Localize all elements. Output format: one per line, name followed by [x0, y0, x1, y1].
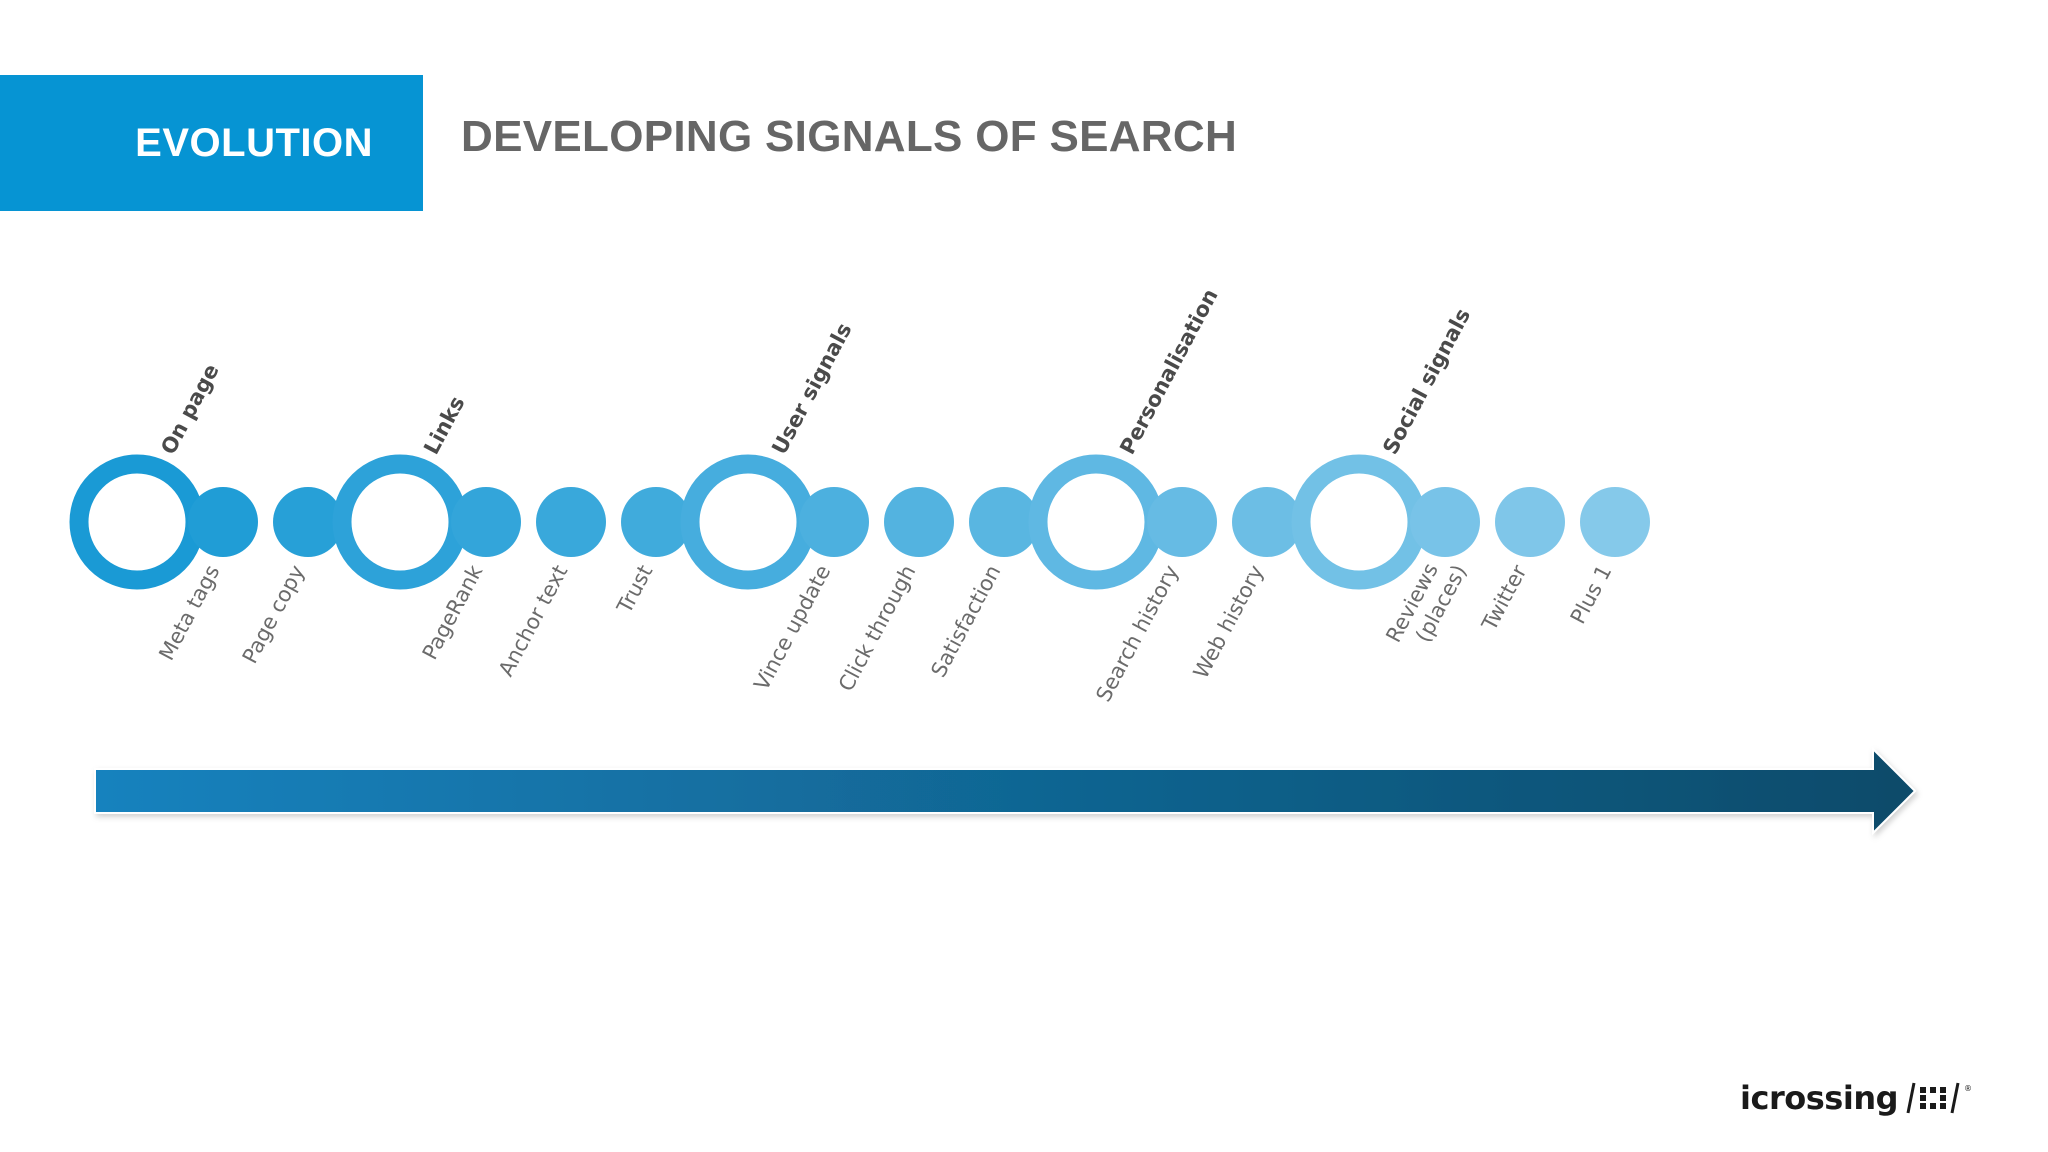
group-ring-personalisation: [1028, 454, 1164, 590]
signal-label-line: Plus 1: [1566, 561, 1617, 628]
signal-dot-reviews-places: [1410, 487, 1480, 557]
signal-dot-trust: [621, 487, 691, 557]
signal-dot-web-history: [1232, 487, 1302, 557]
group-ring-user-signals: [680, 454, 816, 590]
signal-dot-page-copy: [273, 487, 343, 557]
signal-label-web-history: Web history: [1189, 561, 1269, 682]
group-label-on-page: On page: [156, 360, 223, 458]
timeline-nodes: [69, 454, 1650, 590]
svg-text:®: ®: [1964, 1084, 1972, 1093]
signal-label-line: Page copy: [238, 561, 310, 667]
signal-label-page-copy: Page copy: [238, 561, 310, 667]
signal-label-plus-1: Plus 1: [1566, 561, 1617, 628]
group-ring-social-signals: [1291, 454, 1427, 590]
section-tag: EVOLUTION: [0, 75, 423, 211]
signal-dot-click-through: [884, 487, 954, 557]
group-label-text: Personalisation: [1115, 285, 1222, 458]
group-label-personalisation: Personalisation: [1115, 285, 1222, 458]
icrossing-logo: icrossing ®: [1740, 1079, 1980, 1117]
group-label-text: Links: [419, 392, 469, 458]
logo-text: icrossing: [1740, 1079, 1898, 1117]
signal-label-click-through: Click through: [834, 561, 921, 695]
section-label: EVOLUTION: [135, 120, 373, 165]
group-label-links: Links: [419, 392, 469, 458]
signal-label-line: Trust: [612, 561, 658, 618]
group-label-social-signals: Social signals: [1378, 305, 1475, 459]
group-label-text: On page: [156, 360, 223, 458]
signal-dot-anchor-text: [536, 487, 606, 557]
signal-label-line: Click through: [834, 561, 921, 695]
slide-title: DEVELOPING SIGNALS OF SEARCH: [461, 112, 1238, 161]
signal-label-line: Satisfaction: [926, 561, 1005, 681]
signal-dot-satisfaction: [969, 487, 1039, 557]
signal-dot-search-history: [1147, 487, 1217, 557]
signal-dot-plus-1: [1580, 487, 1650, 557]
timeline-arrow: [94, 746, 1917, 836]
group-label-user-signals: User signals: [767, 319, 856, 458]
signal-label-twitter: Twitter: [1477, 561, 1532, 636]
group-label-text: User signals: [767, 319, 856, 458]
signal-label-line: Twitter: [1477, 561, 1532, 636]
signal-dot-twitter: [1495, 487, 1565, 557]
signal-label-anchor-text: Anchor text: [494, 561, 573, 680]
signal-dot-pagerank: [451, 487, 521, 557]
group-label-text: Social signals: [1378, 305, 1475, 459]
signal-dot-vince-update: [799, 487, 869, 557]
signal-dot-meta-tags: [188, 487, 258, 557]
signal-label-satisfaction: Satisfaction: [926, 561, 1005, 681]
progress-arrow: [94, 746, 1917, 836]
group-ring-links: [332, 454, 468, 590]
signal-label-line: Anchor text: [494, 561, 573, 680]
signal-label-trust: Trust: [612, 561, 658, 618]
signal-label-line: Web history: [1189, 561, 1269, 682]
icrossing-grid-logo-icon: ®: [1906, 1082, 1972, 1114]
group-ring-on-page: [69, 454, 205, 590]
